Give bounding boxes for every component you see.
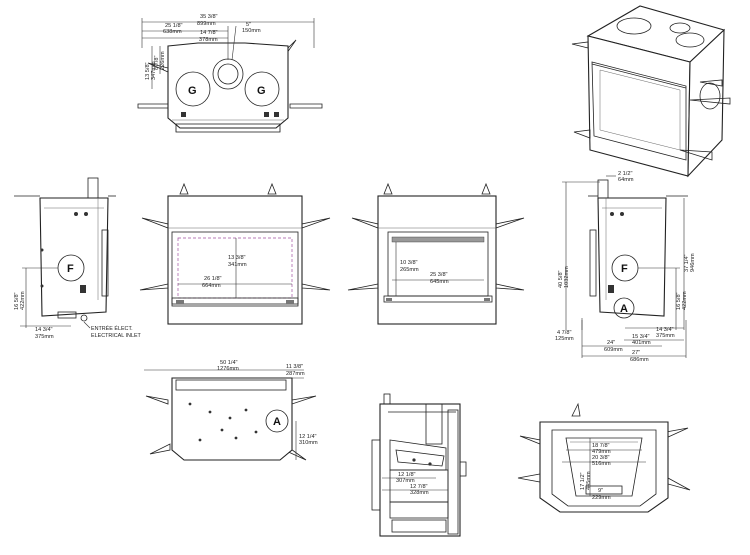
front-view-glass: 10 3/8" 265mm 25 3/8" 645mm xyxy=(347,182,525,325)
top-dim-3-mm: 150mm xyxy=(242,28,261,34)
right-h2-dim: 37 1/4" xyxy=(684,254,690,272)
section-a-dim-mm: 307mm xyxy=(396,478,415,484)
top-overall-dim: 35 3/8" xyxy=(200,14,218,20)
front-w-dim-mm: 664mm xyxy=(202,283,221,289)
gas-label-left: G xyxy=(188,85,197,97)
front-w-dim: 26 1/8" xyxy=(204,276,222,282)
left-f-label: F xyxy=(67,263,74,275)
front-glass-outline xyxy=(377,195,497,325)
top-overall-dim-mm: 899mm xyxy=(197,21,216,27)
gas-label-right: G xyxy=(257,85,266,97)
plan-d-dim: 9" xyxy=(598,488,603,494)
right-low-dim: 4 7/8" xyxy=(557,330,571,336)
glass-w-dim-mm: 645mm xyxy=(430,279,449,285)
glass-h-dim: 10 3/8" xyxy=(400,260,418,266)
right-h3-dim: 16 5/8" xyxy=(676,292,682,310)
bottom-view: 50 1/4" 1276mm 11 3/8" 287mm A 12 1/4" 3… xyxy=(144,360,318,461)
front-h-dim: 13 3/8" xyxy=(228,255,246,261)
plan-a-dim: 18 7/8" xyxy=(592,443,610,449)
top-dim-1: 25 1/8" xyxy=(165,23,183,29)
bottom-r-dim-mm: 287mm xyxy=(286,371,305,377)
plan-b-dim: 20 3/8" xyxy=(592,455,610,461)
plan-b-dim-mm: 516mm xyxy=(592,461,611,467)
front-opening-outline xyxy=(167,195,303,325)
right-w3-dim: 24" xyxy=(607,340,615,346)
gas-opening-left-circle xyxy=(175,71,211,107)
right-overall-h-dim: 40 5/8" xyxy=(558,270,564,288)
right-w2-dim: 15 3/4" xyxy=(632,334,650,340)
top-dim-4: 13 5/8" xyxy=(145,62,151,80)
top-dim-2: 14 7/8" xyxy=(200,30,218,36)
right-a-label: A xyxy=(620,303,628,315)
right-top-dim-mm: 64mm xyxy=(618,177,634,183)
bottom-view-outline xyxy=(171,377,293,461)
plan-c-dim-mm: 445mm xyxy=(586,471,592,490)
right-f-label: F xyxy=(621,263,628,275)
bottom-a-label: A xyxy=(273,416,281,428)
top-dim-4-mm: 347mm xyxy=(151,61,157,80)
iso-side-face xyxy=(687,28,725,178)
left-side-view: F ENTRÉE ÉLECT. ELECTRICAL INLET 16 5/8"… xyxy=(14,177,142,340)
bottom-r-dim: 11 3/8" xyxy=(286,364,303,370)
bottom-a-circle xyxy=(265,409,289,433)
bottom-h-dim: 12 1/4" xyxy=(299,434,317,440)
right-w1-dim-mm: 375mm xyxy=(656,333,675,339)
right-side-view: F A 2 1/2" 64mm 40 5/8" 1032mm 37 1/4" 9… xyxy=(555,171,696,363)
section-b-dim: 12 7/8" xyxy=(410,484,428,490)
top-view: G G 35 3/8" 899mm 25 1/8" 638mm 14 7/8" … xyxy=(137,14,323,133)
plan-a-dim-mm: 479mm xyxy=(592,449,611,455)
left-h-dim-mm: 422mm xyxy=(20,291,26,310)
electrical-inlet-fr: ENTRÉE ÉLECT. xyxy=(91,325,133,332)
plan-c-dim: 17 1/2" xyxy=(580,472,586,490)
right-w4-dim: 27" xyxy=(632,350,640,356)
right-h3-dim-mm: 422mm xyxy=(682,291,688,310)
right-w2-dim-mm: 401mm xyxy=(632,340,651,346)
left-side-outline xyxy=(39,197,109,317)
right-h2-dim-mm: 946mm xyxy=(690,253,696,272)
plan-outline xyxy=(539,421,669,513)
flue-collar-inner xyxy=(217,63,239,85)
right-overall-h-dim-mm: 1032mm xyxy=(564,266,570,288)
isometric-view xyxy=(571,5,731,178)
section-view: 12 1/8" 307mm 12 7/8" 328mm xyxy=(371,393,467,537)
glass-h-dim-mm: 265mm xyxy=(400,267,419,273)
gas-opening-right-circle xyxy=(244,71,280,107)
front-h-dim-mm: 341mm xyxy=(228,262,247,268)
top-dim-3: 5" xyxy=(246,22,251,28)
bottom-h-dim-mm: 310mm xyxy=(299,440,318,446)
electrical-inlet-en: ELECTRICAL INLET xyxy=(91,333,142,339)
left-w-dim: 14 3/4" xyxy=(35,327,53,333)
top-dim-1-mm: 638mm xyxy=(163,29,182,35)
left-h-dim: 16 5/8" xyxy=(14,292,20,310)
plan-view: 18 7/8" 479mm 20 3/8" 516mm 17 1/2" 445m… xyxy=(517,402,691,513)
right-w1-dim: 14 3/4" xyxy=(656,327,674,333)
left-w-dim-mm: 375mm xyxy=(35,334,54,340)
glass-w-dim: 25 3/8" xyxy=(430,272,448,278)
top-dim-5-mm: 226mm xyxy=(160,51,166,70)
section-b-dim-mm: 328mm xyxy=(410,490,429,496)
bottom-w-dim: 50 1/4" xyxy=(220,360,238,366)
section-a-dim: 12 1/8" xyxy=(398,472,416,478)
bottom-w-dim-mm: 1276mm xyxy=(217,366,239,372)
right-w3-dim-mm: 609mm xyxy=(604,347,623,353)
right-w4-dim-mm: 686mm xyxy=(630,357,649,363)
right-top-dim: 2 1/2" xyxy=(618,171,632,177)
top-dim-2-mm: 378mm xyxy=(199,37,218,43)
plan-d-dim-mm: 229mm xyxy=(592,495,611,501)
front-view-opening: 13 3/8" 341mm 26 1/8" 664mm xyxy=(139,182,331,325)
right-low-dim-mm: 125mm xyxy=(555,336,574,342)
top-view-outline xyxy=(167,42,289,129)
right-a-circle xyxy=(613,297,635,319)
top-dim-5: 8 7/8" xyxy=(154,56,160,70)
